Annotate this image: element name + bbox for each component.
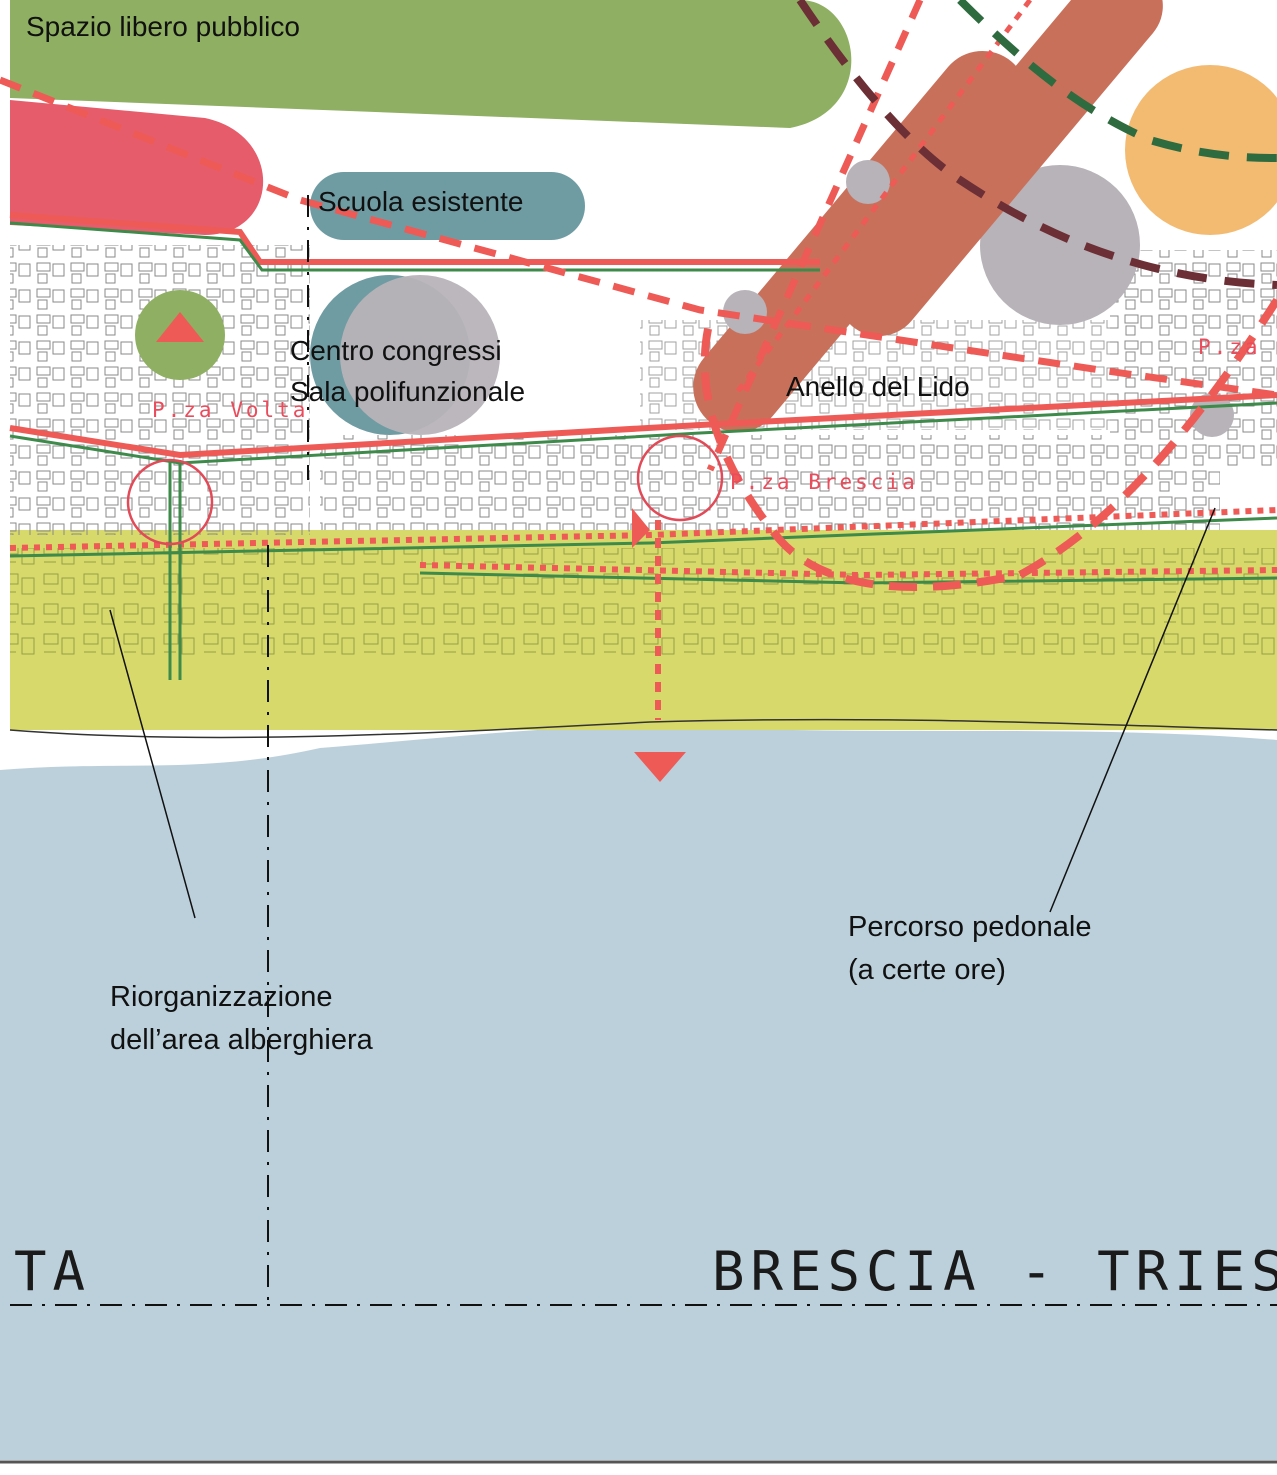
street-pza-brescia: P.za Brescia bbox=[730, 470, 918, 494]
label-percorso-pedonale: Percorso pedonale bbox=[848, 911, 1092, 943]
zone-label-right: BRESCIA - TRIES bbox=[712, 1240, 1277, 1303]
street-pza-cut: P.za bbox=[1198, 335, 1261, 359]
piazza-volta-circle bbox=[126, 458, 214, 546]
sea-area bbox=[0, 725, 1277, 1460]
gray-circle-right bbox=[980, 165, 1140, 325]
label-anello-del-lido: Anello del Lido bbox=[786, 371, 970, 402]
town-blocks-center bbox=[320, 435, 1220, 530]
leader-riorganizzazione bbox=[109, 609, 196, 919]
piazza-brescia-circle bbox=[636, 434, 724, 522]
green-dashed-route bbox=[957, 0, 1277, 162]
dashed-diagonal-3 bbox=[0, 76, 1277, 399]
street-pza-volta: P.za Volta bbox=[152, 398, 309, 422]
label-sala-polifunzionale: Sala polifunzionale bbox=[290, 376, 526, 407]
access-volta bbox=[168, 460, 182, 680]
park-spazio-libero bbox=[10, 0, 852, 128]
label-a-certe-ore: (a certe ore) bbox=[848, 954, 1006, 986]
red-sports-zone bbox=[10, 100, 264, 235]
leader-percorso bbox=[1049, 507, 1216, 913]
dashed-diagonal-2 bbox=[732, 0, 1033, 397]
label-spazio-libero: Spazio libero pubblico bbox=[26, 11, 300, 42]
brick-axis-b bbox=[837, 0, 1163, 337]
zone-label-left: TA bbox=[14, 1240, 92, 1303]
anello-loop bbox=[700, 297, 1277, 591]
dashed-diagonal-1 bbox=[706, 0, 924, 472]
road-upper bbox=[9, 212, 820, 265]
congress-circle-gray bbox=[340, 275, 500, 435]
beach-cabins bbox=[10, 548, 1277, 660]
label-scuola: Scuola esistente bbox=[318, 186, 524, 217]
arrow-to-sea bbox=[634, 752, 686, 782]
road-lungomare bbox=[9, 392, 1277, 459]
label-area-alberghiera: dell’area alberghiera bbox=[110, 1024, 373, 1056]
beach-route-lower bbox=[419, 562, 1277, 579]
town-blocks-left bbox=[10, 245, 310, 535]
beach-route-upper bbox=[9, 507, 1277, 551]
label-centro-congressi: Centro congressi bbox=[290, 335, 502, 366]
dark-route-1 bbox=[796, 0, 1277, 289]
label-riorganizzazione: Riorganizzazione bbox=[110, 981, 333, 1013]
